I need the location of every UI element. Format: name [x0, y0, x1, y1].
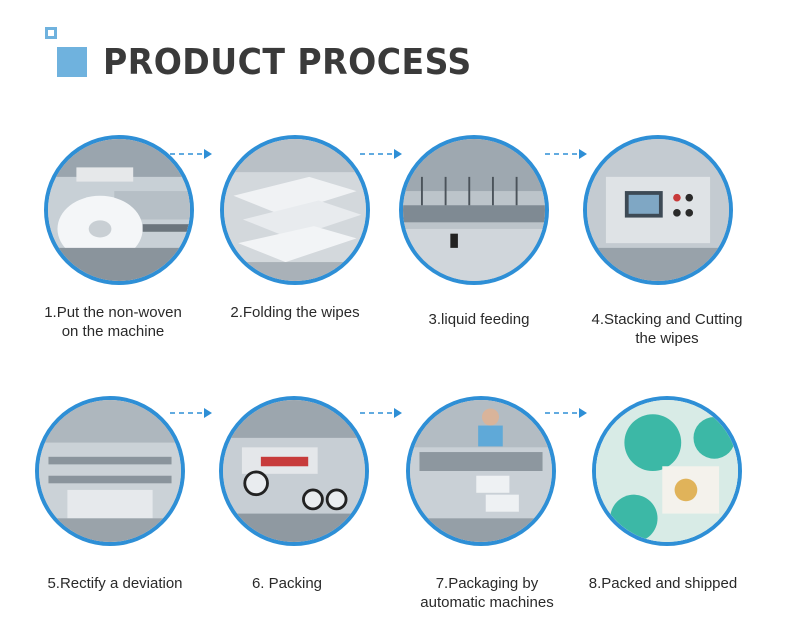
step-8-caption-text: 8.Packed and shipped: [588, 575, 738, 592]
logo-filled-square: [57, 47, 87, 77]
step-5-caption: 5.Rectify a deviation: [20, 574, 210, 593]
step-7-caption: 7.Packaging by automatic machines: [392, 574, 582, 612]
page-title: PRODUCT PROCESS: [103, 42, 472, 83]
step-4-caption-text: 4.Stacking and Cutting the wipes: [591, 311, 743, 347]
step-2-caption-text: 2.Folding the wipes: [230, 304, 360, 321]
step-1-caption-text: 1.Put the non-woven on the machine: [44, 304, 182, 340]
step-4-caption: 4.Stacking and Cutting the wipes: [572, 310, 762, 348]
step-8-photo: [592, 396, 742, 546]
arrow-head-7: [579, 408, 587, 418]
step-3-caption: 3.liquid feeding: [384, 310, 574, 329]
step-2-photo: [220, 135, 370, 285]
arrow-head-3: [579, 149, 587, 159]
step-6-photo: [219, 396, 369, 546]
step-5-photo: [35, 396, 185, 546]
arrow-head-5: [204, 408, 212, 418]
step-8-caption: 8.Packed and shipped: [568, 574, 758, 593]
step-6-caption: 6. Packing: [192, 574, 382, 593]
step-3-photo: [399, 135, 549, 285]
step-4-photo: [583, 135, 733, 285]
header-logo-mark: [45, 27, 95, 77]
step-1-caption: 1.Put the non-woven on the machine: [18, 303, 208, 341]
step-1-photo: [44, 135, 194, 285]
arrow-head-1: [204, 149, 212, 159]
step-2-caption: 2.Folding the wipes: [200, 303, 390, 322]
step-3-caption-text: 3.liquid feeding: [428, 311, 530, 328]
arrow-head-2: [394, 149, 402, 159]
arrow-head-6: [394, 408, 402, 418]
step-7-photo: [406, 396, 556, 546]
step-6-caption-text: 6. Packing: [251, 575, 323, 592]
logo-outline-square: [45, 27, 57, 39]
step-7-caption-text: 7.Packaging by automatic machines: [420, 575, 554, 611]
step-5-caption-text: 5.Rectify a deviation: [47, 575, 183, 592]
